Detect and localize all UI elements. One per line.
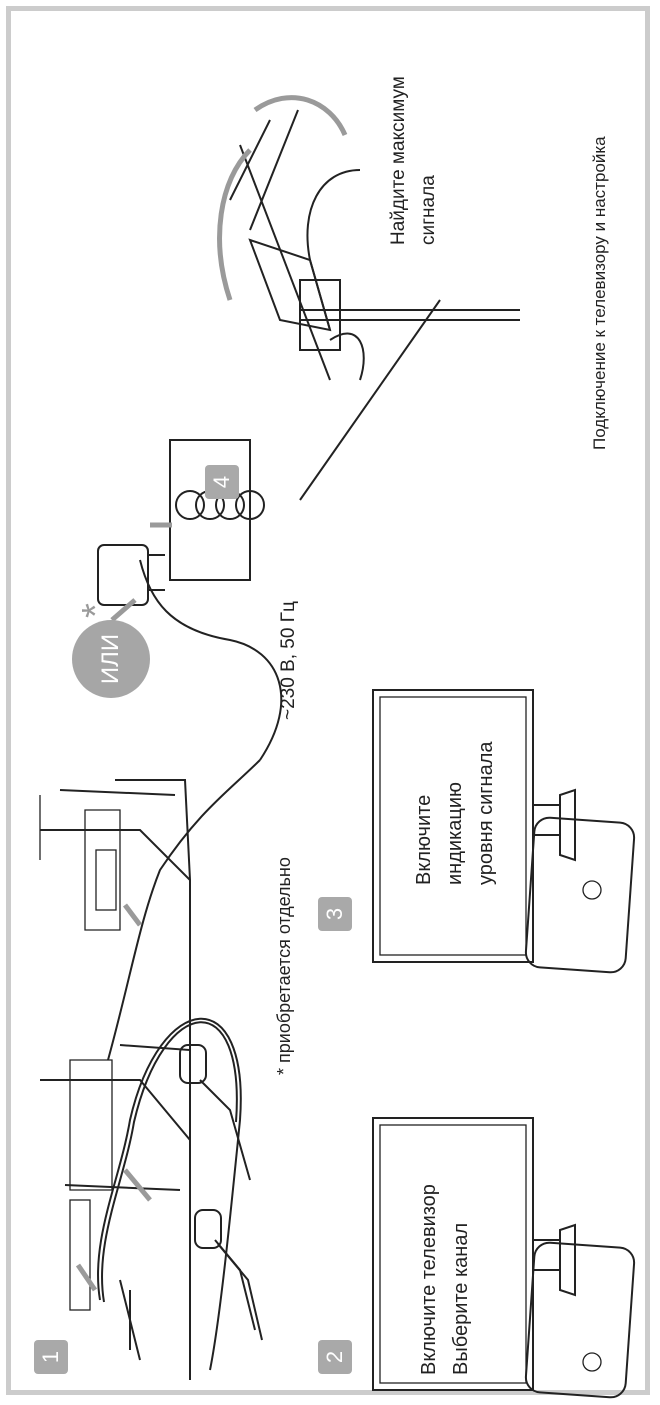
tv-back-panel-2 [30,780,190,1140]
screen-3-line-1: Включите [413,795,436,885]
step-badge-4: 4 [205,465,239,499]
antenna-text-line-2: сигнала [418,175,440,245]
antenna-text-line-1: Найдите максимум [388,76,410,245]
asterisk-mark: * [75,603,118,618]
step-number-1: 1 [34,1340,68,1374]
tv-monitor-3 [373,690,575,962]
footnote-text: * приобретается отдельно [274,857,295,1075]
tv-back-panel-1 [30,1040,190,1380]
step-badge-3: 3 [318,897,352,931]
arrow-1b [125,1170,150,1200]
step-badge-1: 1 [34,1340,68,1374]
step-number-2: 2 [318,1340,352,1374]
screen-2-line-2: Выберите канал [450,1223,473,1375]
screen-2-line-1: Включите телевизор [418,1184,441,1375]
voltage-label: ~230 В, 50 Гц [278,601,300,720]
step-number-3: 3 [318,897,352,931]
step-number-4: 4 [205,465,239,499]
screen-3-line-2: индикацию [444,782,467,885]
arrow-1a [78,1265,95,1290]
rotate-arrow-left [220,150,250,300]
rotate-arrow-right [255,98,345,135]
remote-3 [525,817,635,974]
step-badge-2: 2 [318,1340,352,1374]
or-label: ИЛИ [72,620,150,698]
power-strip [170,440,264,580]
page-title: Подключение к телевизору и настройка [590,136,610,450]
screen-3-line-3: уровня сигнала [475,741,498,885]
tv-monitor-2 [373,1118,575,1390]
or-badge: ИЛИ [72,620,150,698]
arrow-usb [125,905,140,925]
remote-2 [525,1242,635,1399]
antenna [230,110,520,500]
